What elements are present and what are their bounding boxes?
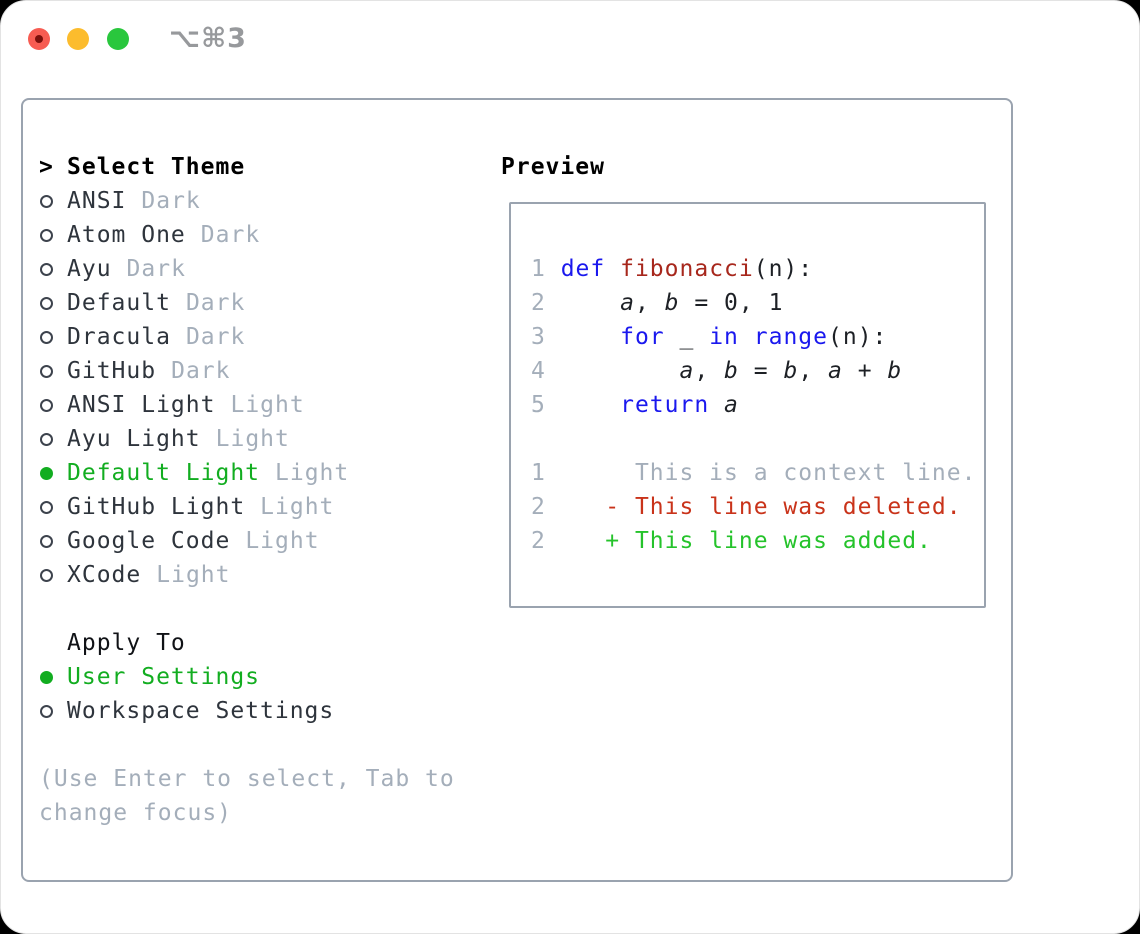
radio-icon	[40, 704, 53, 718]
apply-to-title: Apply To	[67, 630, 186, 656]
preview-line: 2 a, b = 0, 1	[531, 290, 784, 316]
apply-option-workspace-settings[interactable]: Workspace Settings	[39, 694, 499, 728]
preview-line: 5 return a	[531, 392, 739, 418]
theme-list-header: > Select Theme	[39, 150, 499, 184]
close-button[interactable]	[28, 28, 50, 50]
radio-icon	[40, 296, 53, 310]
preview-line: 4 a, b = b, a + b	[531, 358, 903, 384]
apply-to-header: Apply To	[39, 626, 499, 660]
window-shortcut-label: ⌥⌘3	[169, 23, 247, 54]
hint-text: (Use Enter to select, Tab to change focu…	[39, 766, 455, 826]
preview-line	[531, 422, 984, 456]
preview-line: 2 + This line was added.	[531, 528, 932, 554]
focus-chevron-icon: >	[39, 154, 54, 180]
preview-title: Preview	[501, 154, 605, 180]
apply-option-user-settings[interactable]: User Settings	[39, 660, 499, 694]
preview-line: 2 - This line was deleted.	[531, 494, 962, 520]
radio-icon	[40, 534, 53, 548]
radio-selected-icon	[40, 670, 53, 684]
radio-icon	[40, 500, 53, 514]
preview-line: 1 This is a context line.	[531, 460, 977, 486]
zoom-button[interactable]	[107, 28, 129, 50]
theme-list-title: Select Theme	[67, 154, 246, 180]
radio-icon	[40, 194, 53, 208]
close-button-dot	[35, 35, 43, 43]
radio-icon	[40, 432, 53, 446]
radio-icon	[40, 364, 53, 378]
radio-icon	[40, 568, 53, 582]
preview-line: 1 def fibonacci(n):	[531, 256, 814, 282]
radio-icon	[40, 262, 53, 276]
radio-icon	[40, 228, 53, 242]
preview-code: 1 def fibonacci(n): 2 a, b = 0, 1 3 for _ …	[531, 252, 984, 558]
minimize-button[interactable]	[67, 28, 89, 50]
radio-icon	[40, 398, 53, 412]
radio-selected-icon	[40, 466, 53, 480]
preview-line: 3 for _ in range(n):	[531, 324, 888, 350]
titlebar: ⌥⌘3	[1, 1, 1139, 77]
preview-box: 1 def fibonacci(n): 2 a, b = 0, 1 3 for _ …	[509, 202, 986, 608]
radio-icon	[40, 330, 53, 344]
